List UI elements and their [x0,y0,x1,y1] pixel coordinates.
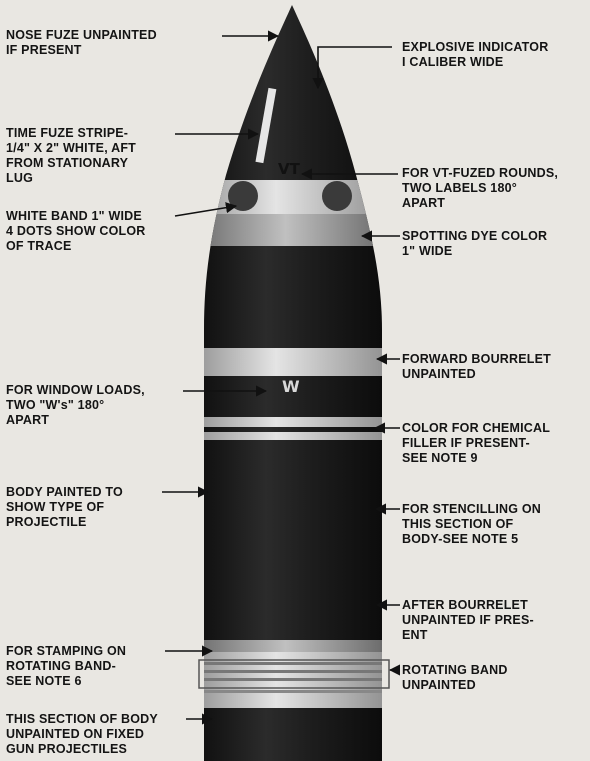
callout-line: APART [6,413,50,427]
callout-line: BODY-SEE NOTE 5 [402,532,519,546]
time-fuze-stripe [255,87,277,164]
callout-nose-fuze: NOSE FUZE UNPAINTED IF PRESENT [6,28,157,58]
callout-stencilling: FOR STENCILLING ON THIS SECTION OF BODY-… [402,502,541,547]
chemical-filler-band [204,432,382,440]
callout-line: UNPAINTED IF PRES- [402,613,534,627]
callout-vt-fuzed: FOR VT-FUZED ROUNDS, TWO LABELS 180° APA… [402,166,558,211]
callout-line: EXPLOSIVE INDICATOR [402,40,549,54]
callout-line: BODY PAINTED TO [6,485,123,499]
callout-after-bourrelet: AFTER BOURRELET UNPAINTED IF PRES- ENT [402,598,534,643]
spotting-dye-band [204,214,382,246]
callout-line: SEE NOTE 6 [6,674,82,688]
callout-line: SHOW TYPE OF [6,500,105,514]
callout-line: NOSE FUZE UNPAINTED [6,28,157,42]
callout-line: FOR VT-FUZED ROUNDS, [402,166,559,180]
callout-line: I CALIBER WIDE [402,55,504,69]
callout-line: SPOTTING DYE COLOR [402,229,548,243]
callout-line: SEE NOTE 9 [402,451,478,465]
trace-dot [322,181,352,211]
after-bourrelet [204,640,382,652]
callout-spotting-dye: SPOTTING DYE COLOR 1" WIDE [402,229,547,259]
callout-section-unpainted: THIS SECTION OF BODY UNPAINTED ON FIXED … [6,712,158,757]
callout-line: FORWARD BOURRELET [402,352,551,366]
callout-line: ENT [402,628,428,642]
callout-chemical-filler: COLOR FOR CHEMICAL FILLER IF PRESENT- SE… [402,421,550,466]
callout-line: UNPAINTED ON FIXED [6,727,145,741]
callout-line: WHITE BAND 1" WIDE [6,209,142,223]
leader-white-band [174,202,238,217]
callout-white-band: WHITE BAND 1" WIDE 4 DOTS SHOW COLOR OF … [6,209,146,254]
callout-line: OF TRACE [6,239,72,253]
callout-line: TWO LABELS 180° [402,181,517,195]
callout-line: GUN PROJECTILES [6,742,128,756]
w-label: W [282,377,300,396]
callout-line: FILLER IF PRESENT- [402,436,530,450]
leader-explosive [312,46,392,90]
callout-line: PROJECTILE [6,515,87,529]
callout-rotating-band: ROTATING BAND UNPAINTED [402,663,508,693]
callout-line: UNPAINTED [402,678,476,692]
callout-stamping: FOR STAMPING ON ROTATING BAND- SEE NOTE … [6,644,126,689]
callout-line: THIS SECTION OF BODY [6,712,158,726]
forward-bourrelet [204,348,382,376]
callout-line: 1/4" X 2" WHITE, AFT [6,141,136,155]
callout-line: FROM STATIONARY [6,156,129,170]
callout-line: 4 DOTS SHOW COLOR [6,224,146,238]
callout-line: FOR WINDOW LOADS, [6,383,145,397]
callout-line: AFTER BOURRELET [402,598,528,612]
callout-explosive-indicator: EXPLOSIVE INDICATOR I CALIBER WIDE [402,40,548,70]
callout-line: 1" WIDE [402,244,453,258]
callout-body-painted: BODY PAINTED TO SHOW TYPE OF PROJECTILE [6,485,123,530]
callout-line: THIS SECTION OF [402,517,514,531]
callout-window-loads: FOR WINDOW LOADS, TWO "W's" 180° APART [6,383,145,428]
callout-line: LUG [6,171,33,185]
callout-line: ROTATING BAND [402,663,508,677]
callout-line: TIME FUZE STRIPE- [6,126,129,140]
projectile-shell [198,5,390,761]
callout-forward-bourrelet: FORWARD BOURRELET UNPAINTED [402,352,551,382]
callout-line: ROTATING BAND- [6,659,116,673]
callout-line: APART [402,196,446,210]
chemical-filler-band [204,417,382,427]
leader-lines [162,30,401,725]
callout-line: FOR STENCILLING ON [402,502,542,516]
vt-label: VT [278,160,300,178]
callout-line: COLOR FOR CHEMICAL [402,421,551,435]
callout-time-fuze-stripe: TIME FUZE STRIPE- 1/4" X 2" WHITE, AFT F… [6,126,136,186]
callout-line: TWO "W's" 180° [6,398,105,412]
callout-line: IF PRESENT [6,43,82,57]
callout-line: FOR STAMPING ON [6,644,127,658]
callout-line: UNPAINTED [402,367,476,381]
